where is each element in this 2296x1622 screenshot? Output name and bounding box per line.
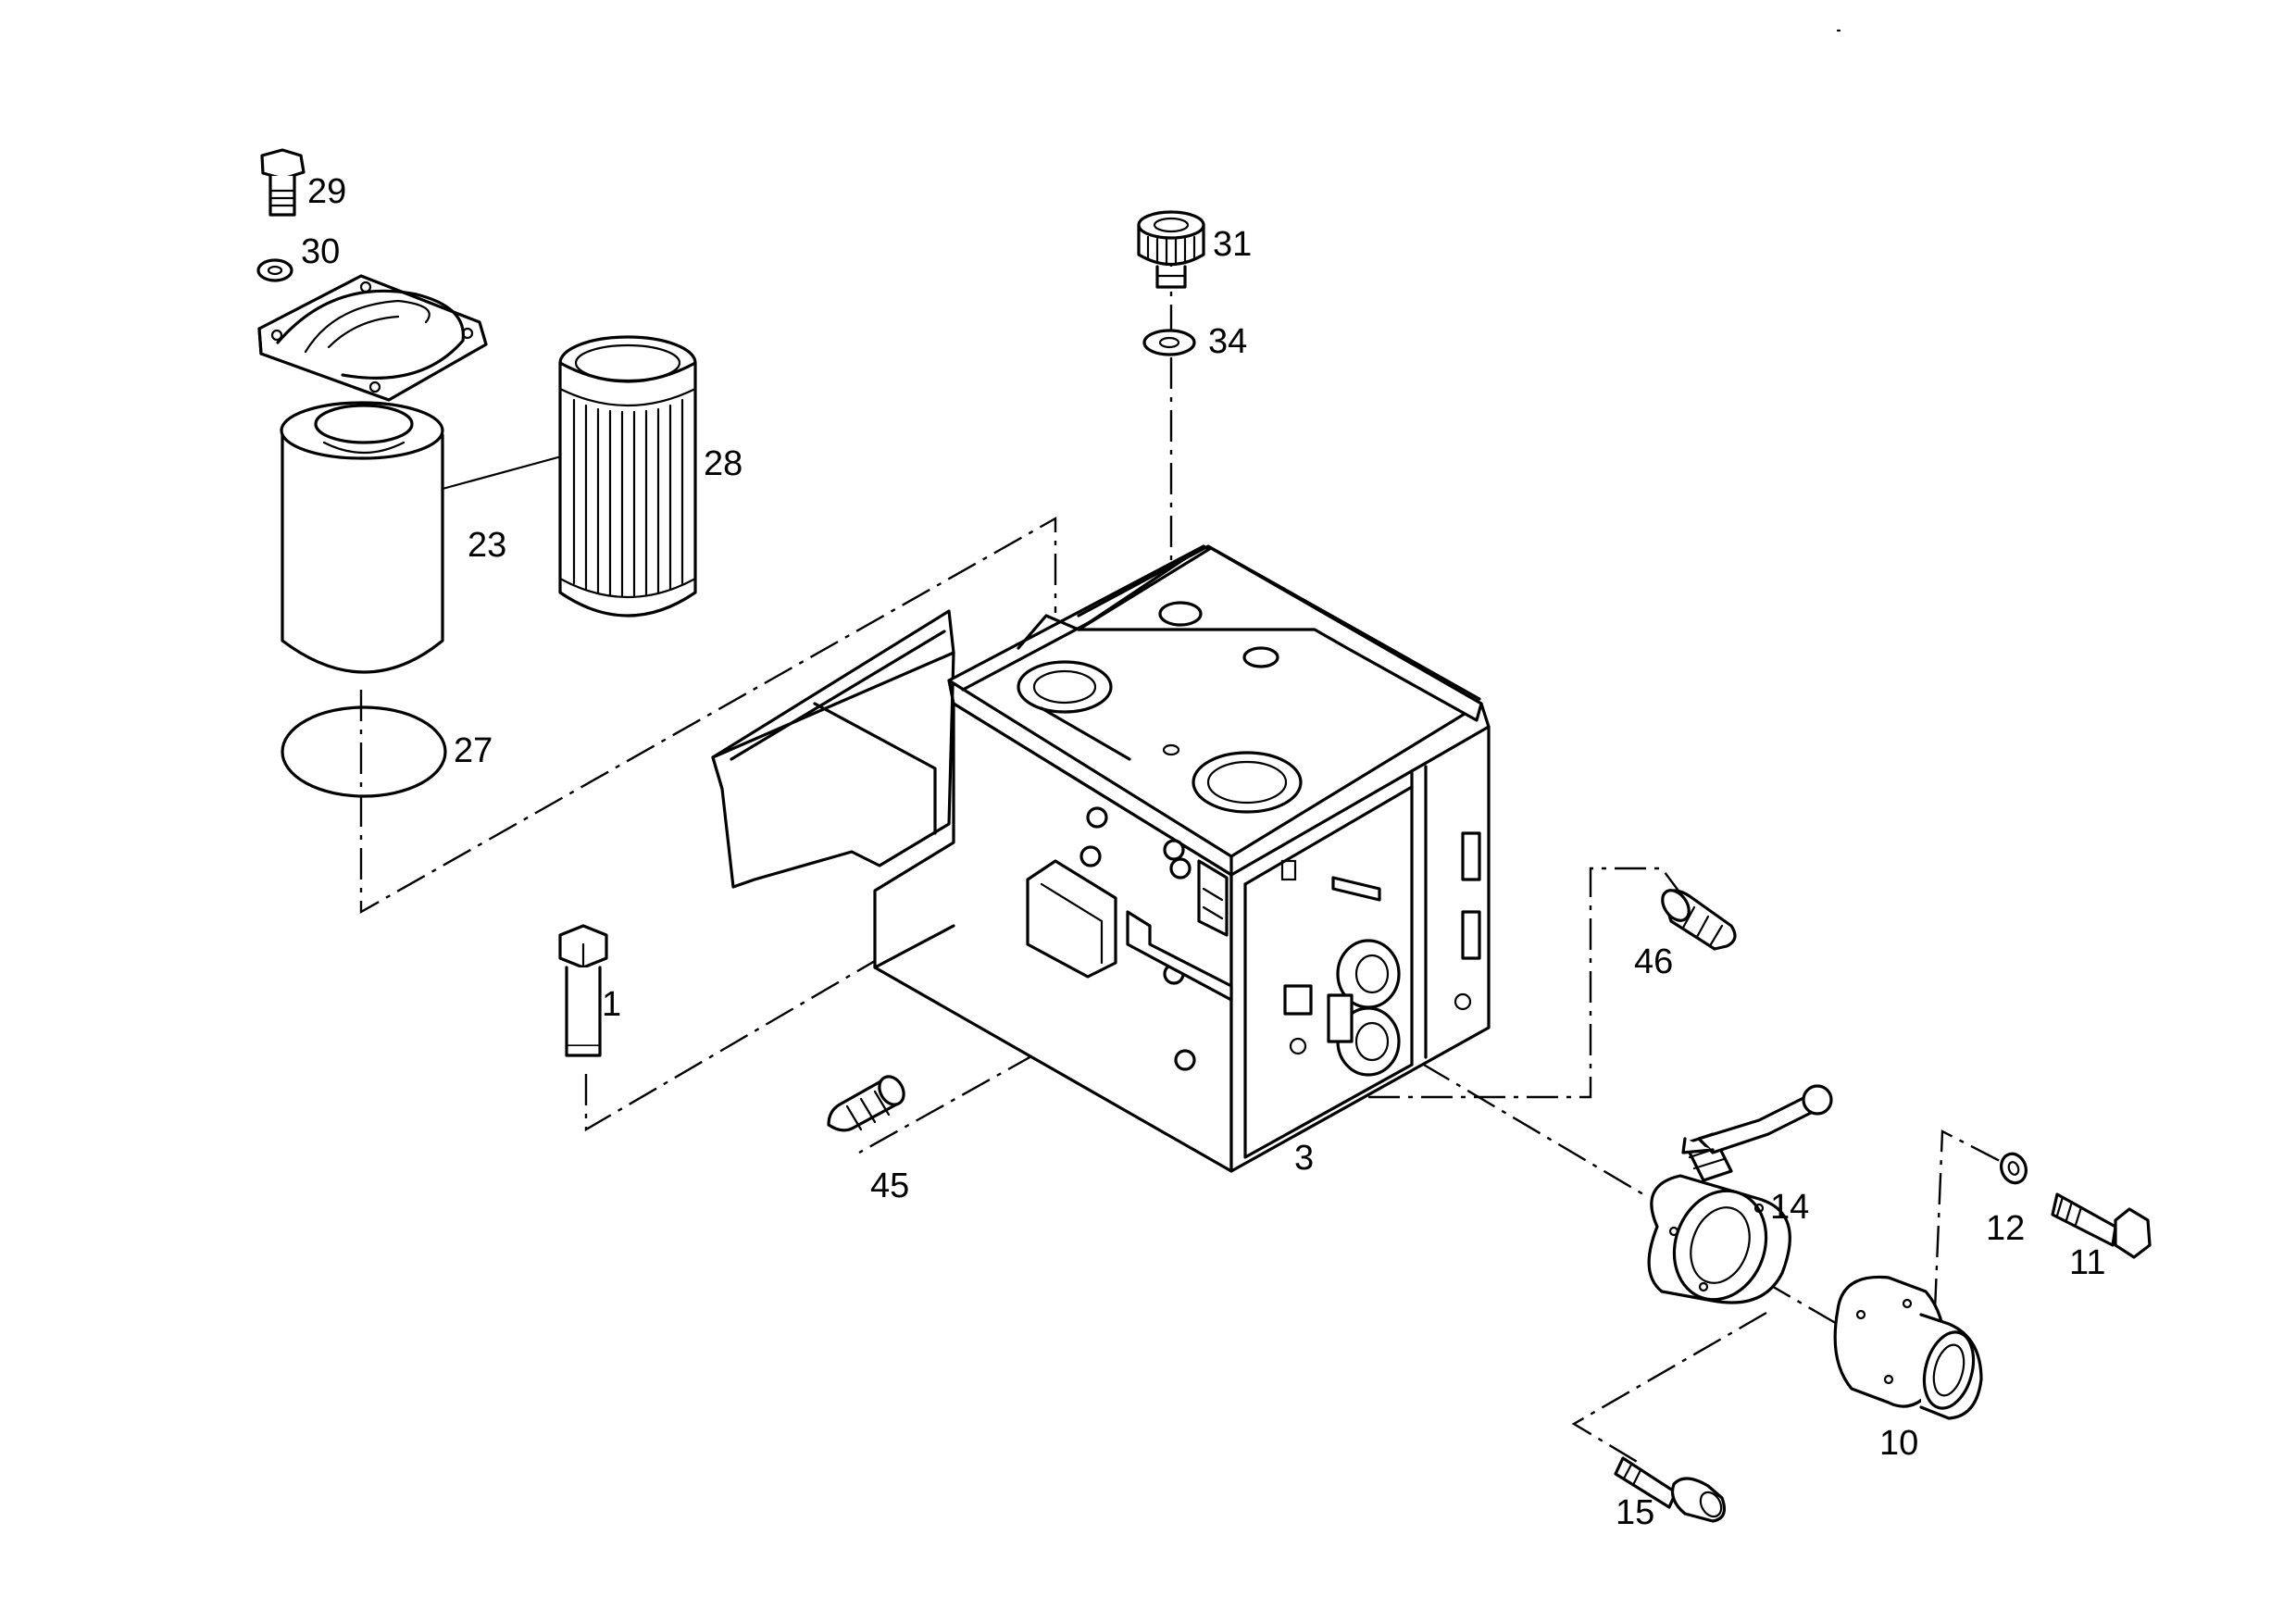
seal-ring-34-icon (1142, 329, 1196, 356)
filler-cap-31-icon (1137, 210, 1205, 289)
part-number-34: 34 (1208, 322, 1248, 361)
bolt-29-icon (260, 148, 306, 217)
part-number-23: 23 (468, 526, 507, 565)
washer-30-icon (256, 258, 293, 282)
part-number-15: 15 (1616, 1493, 1655, 1532)
part-number-14: 14 (1770, 1188, 1810, 1227)
part-number-30: 30 (301, 232, 341, 271)
part-number-11: 11 (2069, 1243, 2106, 1282)
hex-bolt-11-icon (2051, 1192, 2152, 1259)
lever-valve-14-icon (1647, 1084, 1833, 1304)
part-number-29: 29 (307, 172, 347, 211)
gearbox-housing-3-icon (711, 544, 1491, 1173)
flange-10-icon (1833, 1275, 1983, 1420)
filter-cover-plate-icon (257, 274, 488, 402)
part-number-46: 46 (1634, 942, 1674, 981)
part-number-45: 45 (870, 1167, 910, 1205)
hex-bolt-1-icon (558, 924, 608, 1057)
part-number-28: 28 (704, 444, 743, 483)
part-number-3: 3 (1294, 1139, 1315, 1178)
part-number-31: 31 (1213, 225, 1253, 264)
part-number-27: 27 (454, 731, 493, 770)
fitting-46-icon (1661, 889, 1737, 951)
filter-housing-23-icon (280, 401, 567, 674)
o-ring-27-icon (281, 705, 447, 798)
filter-element-28-icon (558, 335, 697, 618)
fitting-45-icon (827, 1075, 905, 1132)
part-number-1: 1 (602, 985, 622, 1024)
cap-screw-15-icon (1614, 1456, 1726, 1523)
part-number-10: 10 (1879, 1424, 1919, 1463)
washer-12-icon (2000, 1152, 2028, 1185)
part-number-12: 12 (1986, 1209, 2026, 1248)
